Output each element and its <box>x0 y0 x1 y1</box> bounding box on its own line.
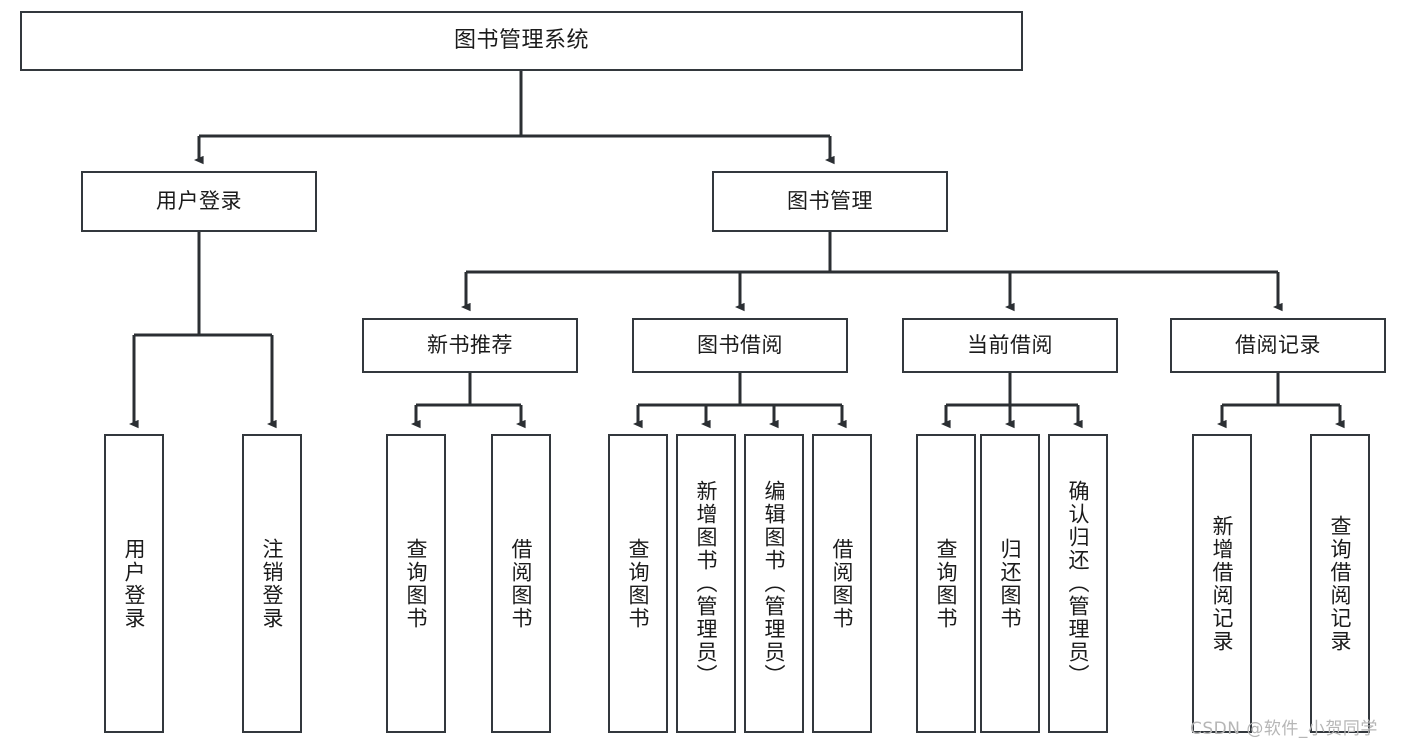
node-user-login[interactable]: 用户登录 <box>81 171 317 232</box>
node-leaf-query-book-3[interactable]: 查询图书 <box>916 434 976 733</box>
node-leaf-confirm-return-label: 确认归还（管理员） <box>1066 480 1091 687</box>
node-leaf-add-record[interactable]: 新增借阅记录 <box>1192 434 1252 733</box>
node-new-book-rec[interactable]: 新书推荐 <box>362 318 578 373</box>
node-leaf-add-book[interactable]: 新增图书（管理员） <box>676 434 736 733</box>
node-book-borrow[interactable]: 图书借阅 <box>632 318 848 373</box>
node-leaf-return-book-label: 归还图书 <box>998 537 1023 630</box>
node-leaf-query-book-2-label: 查询图书 <box>626 537 651 630</box>
node-borrow-record[interactable]: 借阅记录 <box>1170 318 1386 373</box>
node-leaf-logout-label: 注销登录 <box>260 537 285 630</box>
node-leaf-user-login-label: 用户登录 <box>122 537 147 630</box>
node-leaf-query-book-1[interactable]: 查询图书 <box>386 434 446 733</box>
node-leaf-user-login[interactable]: 用户登录 <box>104 434 164 733</box>
node-book-manage[interactable]: 图书管理 <box>712 171 948 232</box>
node-borrow-record-label: 借阅记录 <box>1235 333 1321 358</box>
node-leaf-borrow-book-2[interactable]: 借阅图书 <box>812 434 872 733</box>
node-leaf-query-book-1-label: 查询图书 <box>404 537 429 630</box>
node-leaf-borrow-book-1[interactable]: 借阅图书 <box>491 434 551 733</box>
node-root[interactable]: 图书管理系统 <box>20 11 1023 71</box>
node-leaf-query-record[interactable]: 查询借阅记录 <box>1310 434 1370 733</box>
node-book-manage-label: 图书管理 <box>787 189 873 214</box>
node-book-borrow-label: 图书借阅 <box>697 333 783 358</box>
node-root-label: 图书管理系统 <box>453 28 589 54</box>
node-leaf-return-book[interactable]: 归还图书 <box>980 434 1040 733</box>
node-user-login-label: 用户登录 <box>156 189 242 214</box>
node-leaf-logout[interactable]: 注销登录 <box>242 434 302 733</box>
node-leaf-borrow-book-1-label: 借阅图书 <box>509 537 534 630</box>
node-new-book-rec-label: 新书推荐 <box>427 333 513 358</box>
node-leaf-query-record-label: 查询借阅记录 <box>1328 514 1353 653</box>
node-leaf-edit-book-label: 编辑图书（管理员） <box>762 480 787 687</box>
node-leaf-query-book-3-label: 查询图书 <box>934 537 959 630</box>
node-leaf-confirm-return[interactable]: 确认归还（管理员） <box>1048 434 1108 733</box>
node-leaf-edit-book[interactable]: 编辑图书（管理员） <box>744 434 804 733</box>
node-leaf-add-book-label: 新增图书（管理员） <box>694 480 719 687</box>
watermark-text: CSDN @软件_小贺同学 <box>1190 719 1378 739</box>
node-leaf-add-record-label: 新增借阅记录 <box>1210 514 1235 653</box>
node-current-borrow[interactable]: 当前借阅 <box>902 318 1118 373</box>
node-leaf-query-book-2[interactable]: 查询图书 <box>608 434 668 733</box>
node-current-borrow-label: 当前借阅 <box>967 333 1053 358</box>
node-leaf-borrow-book-2-label: 借阅图书 <box>830 537 855 630</box>
